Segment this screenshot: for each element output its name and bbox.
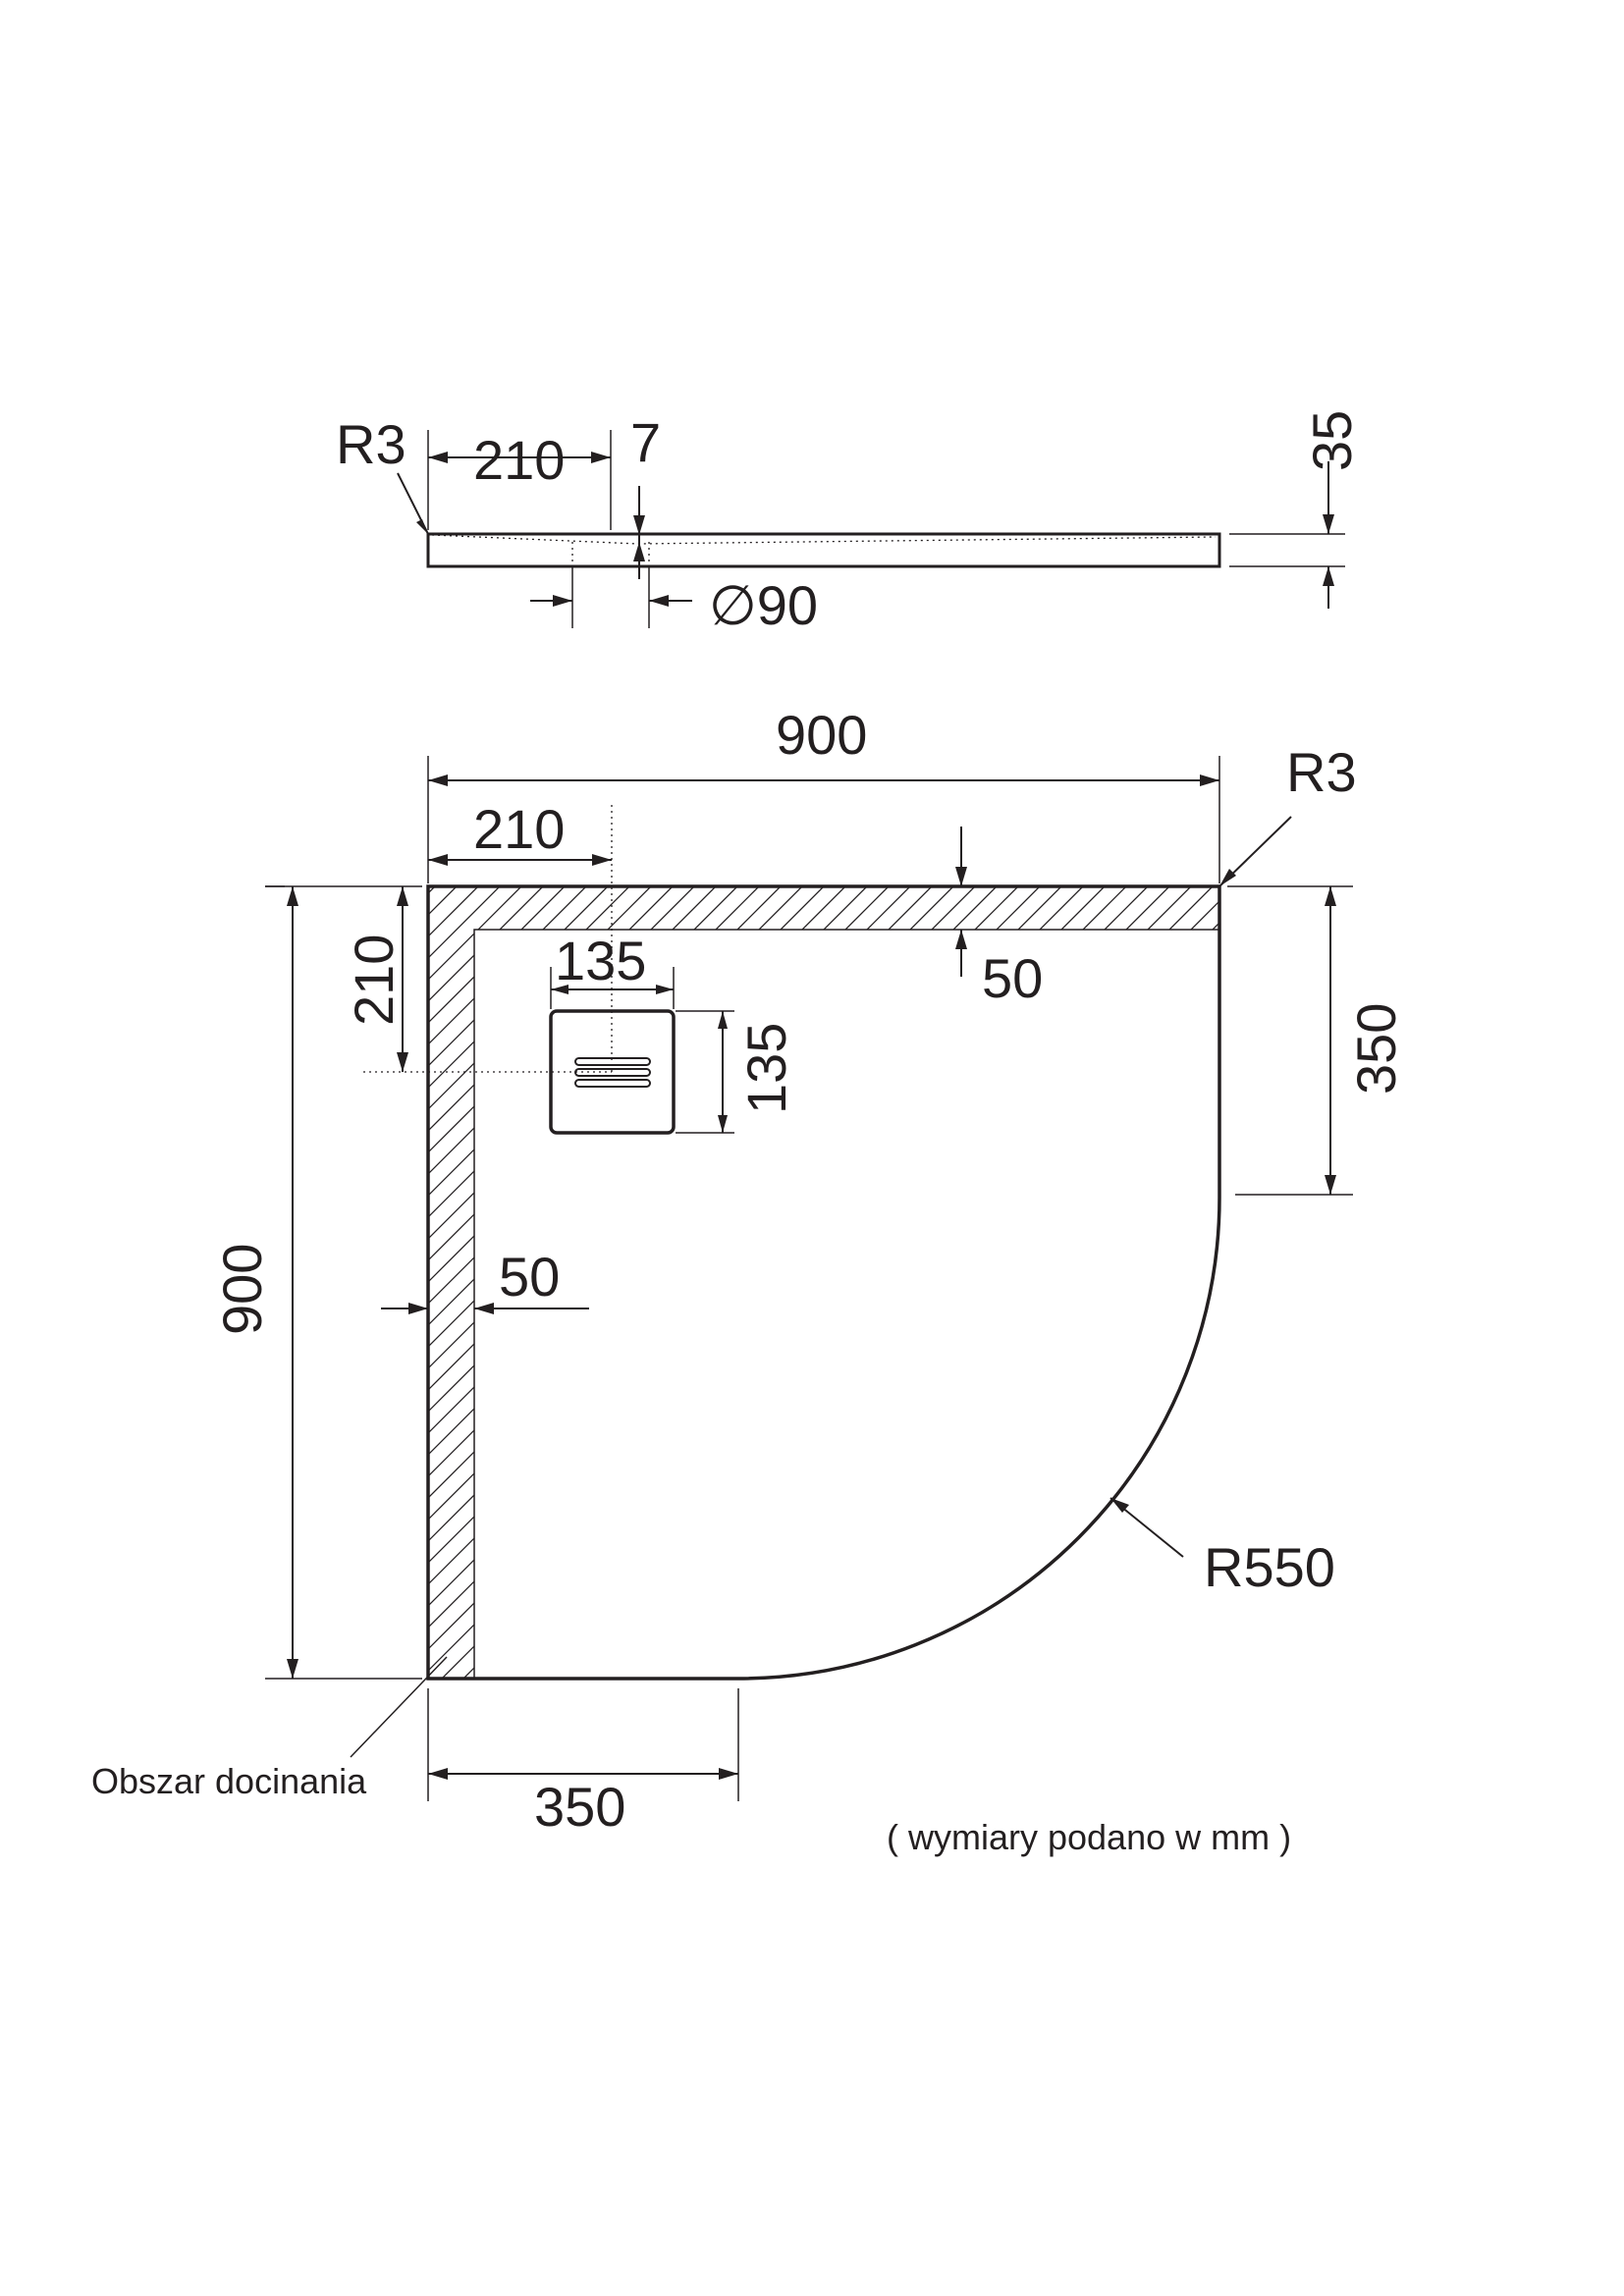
hatch-line bbox=[0, 864, 393, 1747]
trim-top-label: 50 bbox=[982, 947, 1043, 1009]
dim-50-top-arrow-down bbox=[955, 867, 967, 886]
r3-arrowhead bbox=[416, 519, 428, 534]
dim-900-left-arrow-top bbox=[287, 886, 298, 906]
dim-135-w-arrow-right bbox=[656, 985, 674, 994]
corner-r3-label: R3 bbox=[1286, 741, 1357, 803]
dim-135-h-arrow-bottom bbox=[718, 1115, 728, 1133]
dim-7-arrow-up bbox=[633, 542, 645, 561]
top-view: 900 R3 210 210 135 135 50 bbox=[0, 704, 1407, 1857]
dim-90-arrow-right bbox=[649, 595, 669, 607]
dim-210-v-arrow-bottom bbox=[397, 1052, 408, 1072]
side-210-label: 210 bbox=[473, 429, 565, 491]
dim-210-arrow-right bbox=[591, 452, 611, 463]
trim-left-label: 50 bbox=[499, 1246, 560, 1308]
dim-210-top-arrow-left bbox=[428, 854, 448, 866]
dim-900-left-arrow-bottom bbox=[287, 1659, 298, 1679]
straight-right-label: 350 bbox=[1345, 1003, 1407, 1095]
side-35-label: 35 bbox=[1301, 410, 1363, 471]
drain-offset-y-label: 210 bbox=[343, 934, 405, 1026]
drain-width-label: 135 bbox=[555, 930, 646, 991]
dim-135-w-arrow-left bbox=[551, 985, 568, 994]
dim-900-top-arrow-left bbox=[428, 774, 448, 786]
trim-area-label: Obszar docinania bbox=[91, 1761, 367, 1801]
dim-210-top-arrow-right bbox=[592, 854, 612, 866]
dim-135-h-arrow-top bbox=[718, 1011, 728, 1029]
width-label: 900 bbox=[776, 704, 867, 766]
dim-50-top-arrow-up bbox=[955, 930, 967, 949]
dim-900-top-arrow-right bbox=[1200, 774, 1219, 786]
trim-area-inner-line bbox=[473, 929, 1219, 1679]
hatch-line bbox=[428, 886, 610, 1679]
straight-bottom-label: 350 bbox=[534, 1776, 625, 1838]
dim-7-arrow-down bbox=[633, 515, 645, 535]
dim-350-b-arrow-left bbox=[428, 1768, 448, 1780]
drain-offset-x-label: 210 bbox=[473, 798, 565, 860]
hatch-line bbox=[428, 886, 588, 1679]
dim-210-arrow-left bbox=[428, 452, 448, 463]
depth-label: 900 bbox=[211, 1244, 273, 1335]
dim-90-arrow-left bbox=[553, 595, 572, 607]
side-r3-label: R3 bbox=[336, 413, 406, 475]
arc-r550-arrowhead bbox=[1110, 1498, 1129, 1513]
corner-r3-arrowhead bbox=[1219, 869, 1236, 886]
dim-210-v-arrow-top bbox=[397, 886, 408, 906]
side-view: R3 210 7 ∅90 35 bbox=[336, 410, 1363, 636]
dim-350-r-arrow-top bbox=[1325, 886, 1336, 906]
trim-area-leader bbox=[350, 1656, 448, 1758]
side-view-tray bbox=[426, 532, 1221, 568]
drain-height-label: 135 bbox=[735, 1023, 797, 1114]
dim-350-b-arrow-right bbox=[719, 1768, 738, 1780]
dim-350-r-arrow-bottom bbox=[1325, 1175, 1336, 1195]
side-7-label: 7 bbox=[630, 411, 661, 473]
units-note: ( wymiary podano w mm ) bbox=[887, 1817, 1291, 1857]
side-diameter-label: ∅90 bbox=[709, 574, 818, 636]
arc-radius-label: R550 bbox=[1204, 1536, 1335, 1598]
dim-35-arrow-up bbox=[1323, 566, 1334, 586]
dim-50-left-arrow-left bbox=[474, 1303, 494, 1314]
dim-35-arrow-down bbox=[1323, 514, 1334, 534]
dim-50-left-arrow-right bbox=[408, 1303, 428, 1314]
